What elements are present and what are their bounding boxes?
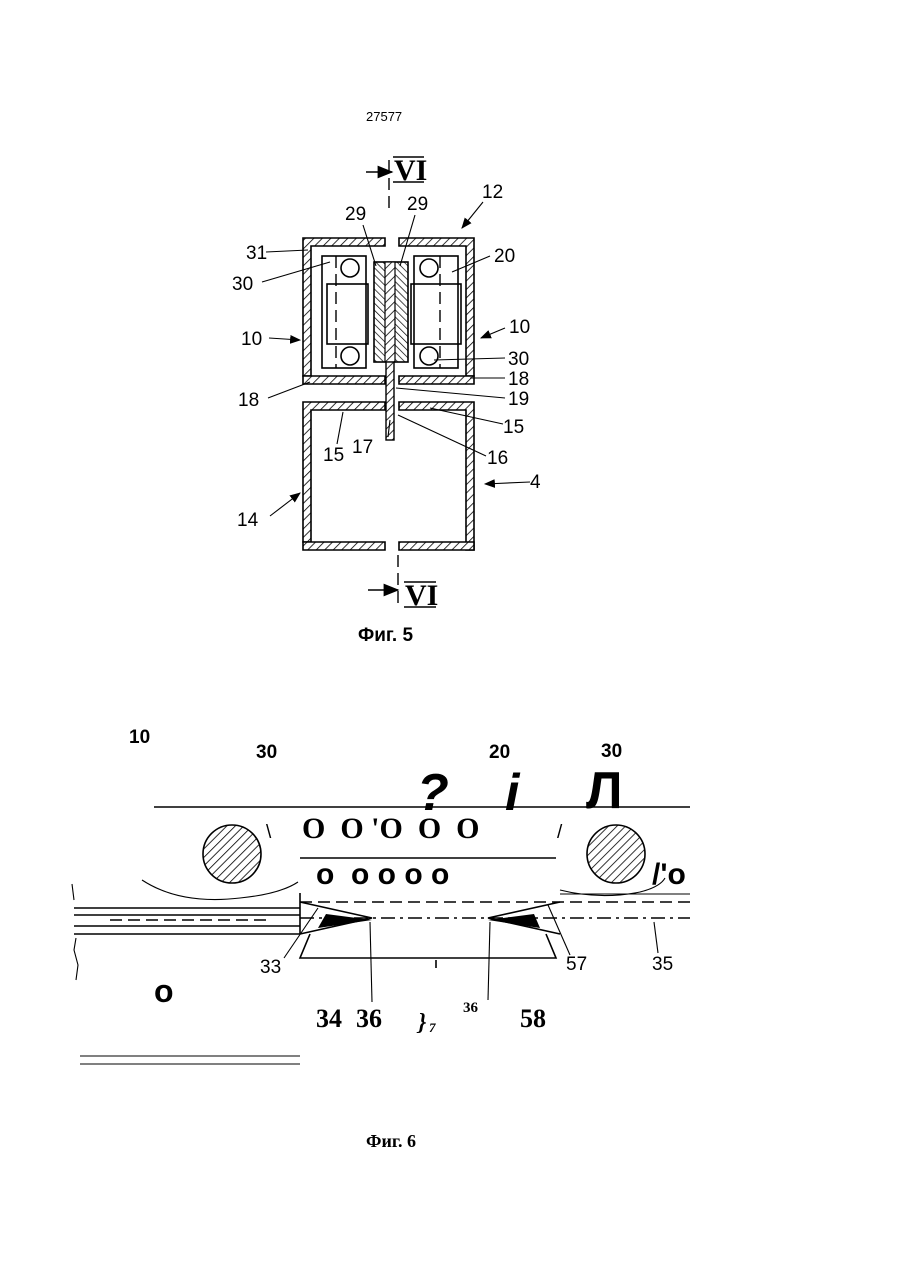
- label-15-left: 15: [323, 445, 344, 466]
- label-18-left: 18: [238, 390, 259, 411]
- label-30-left: 30: [256, 742, 277, 763]
- central-blade: [374, 262, 408, 440]
- label-29-right: 29: [407, 194, 428, 215]
- label-15-right: 15: [503, 417, 524, 438]
- figure-5-caption: Фиг. 5: [358, 625, 413, 646]
- figure-6: 10 30 20 30 ? i Л \ O O 'O O O / o o o o…: [72, 727, 690, 1151]
- label-10-right: 10: [509, 317, 530, 338]
- i-glyph: i: [505, 764, 521, 822]
- label-30-right: 30: [601, 741, 622, 762]
- row-upper-left-slash: \: [266, 822, 272, 843]
- lower-plate: [300, 934, 556, 958]
- label-35: 35: [652, 954, 673, 975]
- rail-lines: [74, 893, 690, 934]
- label-19: 19: [508, 389, 529, 410]
- roller-right: [411, 256, 461, 368]
- label-20: 20: [489, 742, 510, 763]
- label-10-left: 10: [241, 329, 262, 350]
- label-17: 17: [352, 437, 373, 458]
- label-33: 33: [260, 957, 281, 978]
- roller-right: [587, 825, 645, 883]
- label-14: 14: [237, 510, 259, 531]
- left-break-edge: [72, 884, 78, 980]
- l-glyph: Л: [586, 762, 623, 820]
- label-31: 31: [246, 243, 267, 264]
- page-number: 27577: [366, 109, 402, 124]
- label-58: 58: [520, 1004, 546, 1033]
- o-left: o: [154, 973, 174, 1009]
- row-upper-circles: O O 'O O O: [302, 812, 480, 845]
- label-20: 20: [494, 246, 515, 267]
- label-57: 57: [566, 954, 587, 975]
- row-lower-circles: o o o o o: [316, 858, 449, 891]
- label-7: 7: [429, 1020, 436, 1035]
- figure-6-caption: Фиг. 6: [366, 1131, 416, 1151]
- figure-5: VI: [232, 154, 541, 646]
- brace-glyph: }: [416, 1010, 427, 1036]
- label-12: 12: [482, 182, 503, 203]
- label-10: 10: [129, 727, 150, 748]
- label-36-right: 36: [463, 1000, 479, 1016]
- label-29-left: 29: [345, 204, 366, 225]
- label-18-right: 18: [508, 369, 529, 390]
- roller-left: [322, 256, 368, 368]
- label-30-left: 30: [232, 274, 253, 295]
- label-30-right: 30: [508, 349, 529, 370]
- label-34: 34: [316, 1004, 342, 1033]
- row-upper-right-slash: /: [557, 822, 563, 843]
- label-4: 4: [530, 472, 541, 493]
- label-36-left: 36: [356, 1004, 382, 1033]
- roller-left: [203, 825, 261, 883]
- label-16: 16: [487, 448, 508, 469]
- section-mark-bottom: VI: [368, 555, 438, 612]
